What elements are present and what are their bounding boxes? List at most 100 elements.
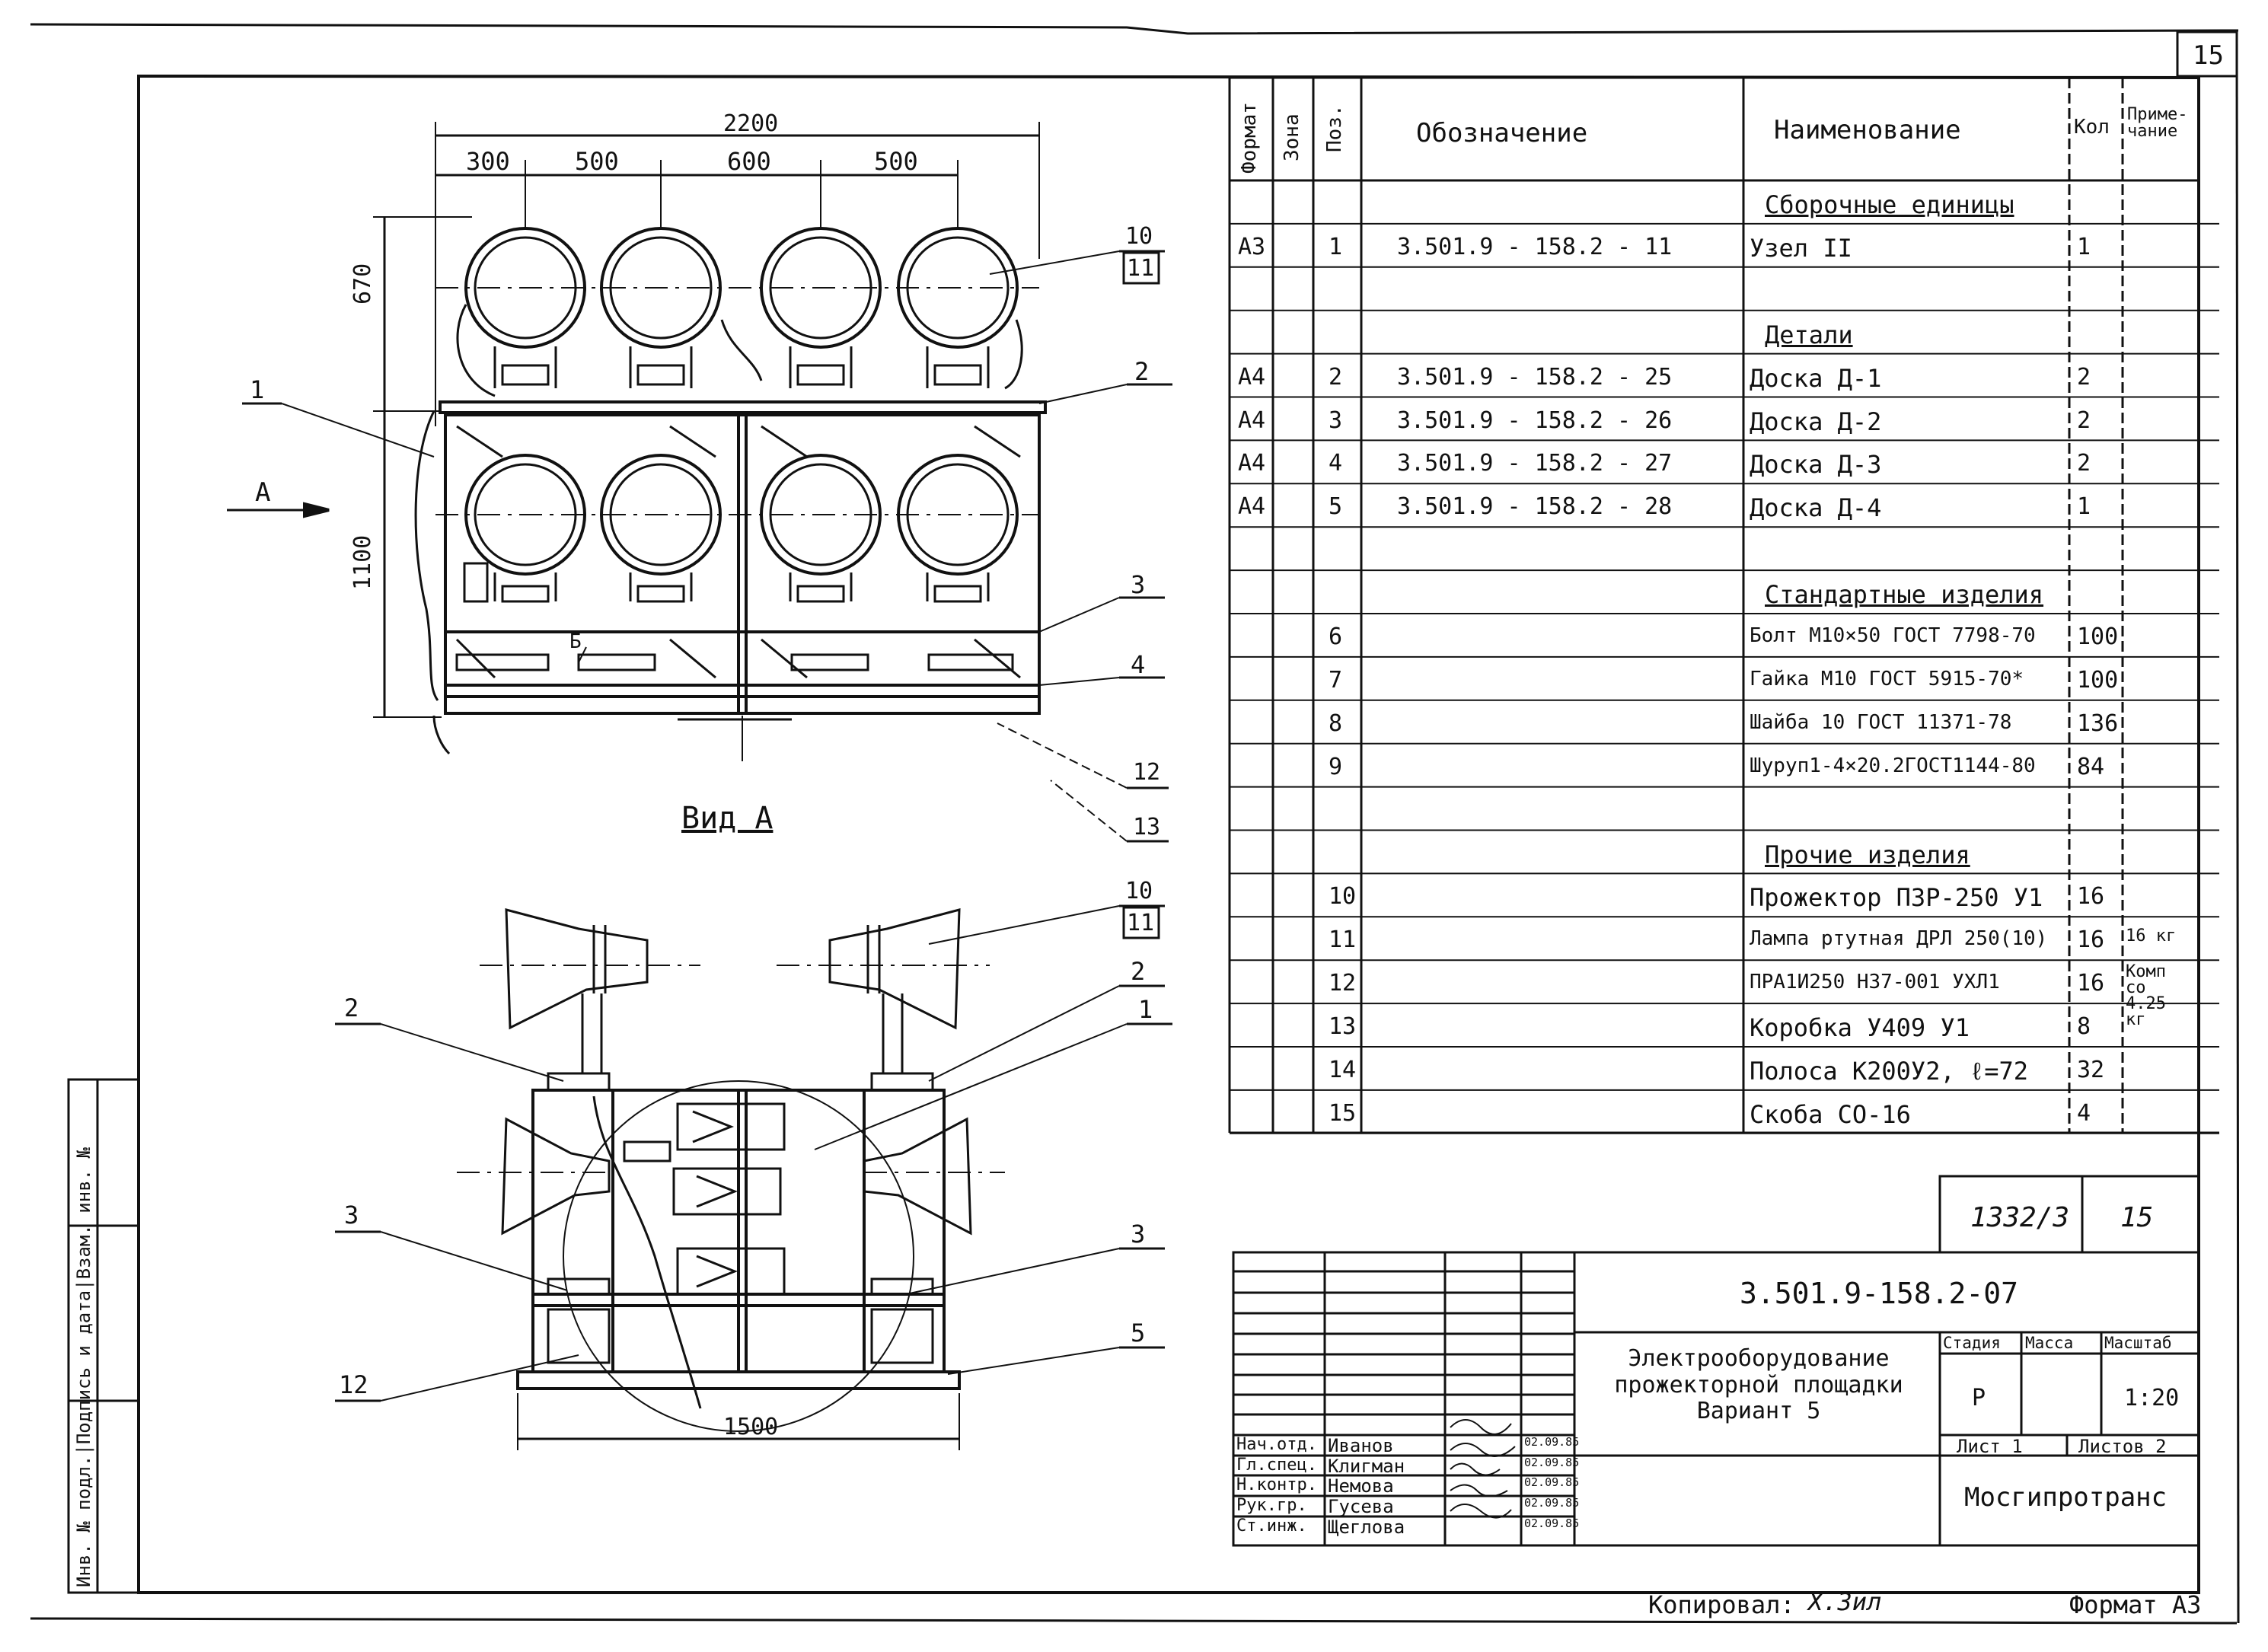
spec-cell-note: Комп со 4.25 кг <box>2126 962 2166 1029</box>
callout-2: 2 <box>1134 357 1150 386</box>
dim-500a: 500 <box>575 147 619 176</box>
approval-name: Клигман <box>1328 1455 1405 1477</box>
spec-cell-name: Полоса К200У2, ℓ=72 <box>1750 1057 2028 1086</box>
spec-cell-qty: 100 <box>2077 623 2119 650</box>
spec-cell-designation: 3.501.9 - 158.2 - 27 <box>1397 450 1673 477</box>
spec-cell-qty: 2 <box>2077 450 2091 477</box>
dim-1500: 1500 <box>723 1414 779 1440</box>
approval-date: 02.09.85 <box>1524 1455 1580 1469</box>
approval-role: Ст.инж. <box>1236 1516 1307 1536</box>
callout-12: 12 <box>1133 759 1161 786</box>
spec-cell-pos: 8 <box>1329 710 1343 737</box>
spec-cell-qty: 1 <box>2077 493 2091 521</box>
hdr-name: Наименование <box>1774 115 1961 145</box>
view-a <box>335 904 1172 1450</box>
spec-cell-qty: 2 <box>2077 407 2091 434</box>
spec-cell-qty: 100 <box>2077 666 2119 694</box>
spec-cell-name: Лампа ртутная ДРЛ 250(10) <box>1750 927 2048 951</box>
spec-cell-pos: 2 <box>1329 363 1343 391</box>
approval-role: Нач.отд. <box>1236 1435 1317 1454</box>
spec-cell-qty: 4 <box>2077 1099 2091 1127</box>
dim-600: 600 <box>727 147 771 176</box>
spec-cell-pos: 6 <box>1329 623 1343 650</box>
spec-cell-name: Скоба СО-16 <box>1750 1099 1911 1129</box>
va-callout-1: 1 <box>1138 995 1153 1024</box>
spec-cell-qty: 8 <box>2077 1013 2091 1041</box>
va-callout-3-left: 3 <box>344 1201 359 1229</box>
spec-cell-pos: 5 <box>1329 493 1343 521</box>
spec-cell-pos: 12 <box>1329 970 1357 997</box>
spec-cell-qty: 136 <box>2077 710 2119 737</box>
spec-cell-qty: 16 <box>2077 970 2105 997</box>
approval-name: Гусева <box>1328 1496 1394 1518</box>
scale-label: Масштаб <box>2104 1334 2172 1352</box>
spec-cell-name: Доска Д-1 <box>1750 363 1882 393</box>
stage-label: Стадия <box>1943 1334 2001 1352</box>
hdr-pos: Поз. <box>1323 104 1346 152</box>
spec-cell-pos: 13 <box>1329 1013 1357 1041</box>
spec-cell-pos: 7 <box>1329 666 1343 694</box>
dim-670: 670 <box>349 263 376 305</box>
hdr-format: Формат <box>1238 102 1261 174</box>
spec-cell-pos: 9 <box>1329 753 1343 780</box>
dim-overall: 2200 <box>723 110 779 137</box>
side-stamp-text: Инв. № подл.|Подпись и дата|Взам. инв. № <box>73 1147 94 1587</box>
approval-date: 02.09.85 <box>1524 1475 1580 1490</box>
spec-cell-qty: 2 <box>2077 363 2091 391</box>
format-label: Формат А3 <box>2069 1590 2202 1619</box>
spec-cell-pos: 1 <box>1329 233 1343 260</box>
sheets-total: Листов 2 <box>2078 1436 2167 1457</box>
view-a-title: Вид А <box>681 801 774 836</box>
spec-cell-pos: 14 <box>1329 1057 1357 1083</box>
archive-number: 1332/3 <box>1970 1202 2070 1233</box>
callout-1: 1 <box>250 375 265 404</box>
spec-cell-name: Доска Д-2 <box>1750 407 1882 436</box>
hdr-zone: Зона <box>1281 113 1303 161</box>
top-view <box>227 122 1172 843</box>
approval-name: Иванов <box>1328 1435 1394 1456</box>
archive-sheet: 15 <box>2120 1202 2154 1233</box>
spec-cell-pos: 4 <box>1329 450 1343 477</box>
hdr-qty: Кол <box>2074 116 2110 139</box>
spec-cell-format: А3 <box>1238 233 1266 260</box>
platform-frame <box>439 400 1047 761</box>
hdr-designation: Обозначение <box>1416 118 1588 148</box>
callout-13: 13 <box>1133 814 1161 840</box>
spec-cell-format: А4 <box>1238 493 1266 521</box>
dim-300: 300 <box>466 147 510 176</box>
spec-cell-format: А4 <box>1238 363 1266 391</box>
approval-name: Немова <box>1328 1475 1394 1497</box>
copied-by-label: Копировал: <box>1648 1590 1795 1619</box>
spec-cell-name: Коробка У409 У1 <box>1750 1013 1970 1043</box>
approval-role: Рук.гр. <box>1236 1496 1307 1516</box>
spec-cell-name: Болт М10×50 ГОСТ 7798-70 <box>1750 624 2036 647</box>
va-callout-12-left: 12 <box>339 1370 368 1399</box>
spec-cell-format: А4 <box>1238 450 1266 477</box>
spec-cell-designation: 3.501.9 - 158.2 - 25 <box>1397 363 1673 391</box>
approval-role: Н.контр. <box>1236 1475 1317 1495</box>
spec-cell-designation: 3.501.9 - 158.2 - 28 <box>1397 493 1673 521</box>
callout-4: 4 <box>1131 650 1146 679</box>
spec-cell-qty: 1 <box>2077 233 2091 260</box>
section-label-b: Б <box>569 630 582 653</box>
approval-role: Гл.спец. <box>1236 1455 1317 1475</box>
spec-cell-name: ПРА1И250 Н37-001 УХЛ1 <box>1750 971 2000 994</box>
spec-cell-pos: 10 <box>1329 883 1357 911</box>
scale-value: 1:20 <box>2124 1385 2180 1411</box>
spec-cell-pos: 3 <box>1329 407 1343 434</box>
spec-cell-qty: 84 <box>2077 753 2105 780</box>
spec-cell-name: Прочие изделия <box>1765 840 1970 869</box>
dim-1100: 1100 <box>349 534 376 590</box>
spec-cell-name: Шайба 10 ГОСТ 11371-78 <box>1750 710 2012 734</box>
approval-name: Щеглова <box>1328 1516 1405 1538</box>
spec-cell-name: Гайка М10 ГОСТ 5915-70* <box>1750 667 2024 690</box>
va-callout-2-right: 2 <box>1131 957 1146 986</box>
copied-by-signature: Х.Зил <box>1808 1587 1882 1616</box>
side-stamp: Инв. № подл.|Подпись и дата|Взам. инв. № <box>67 1078 140 1594</box>
spec-cell-name: Доска Д-3 <box>1750 450 1882 480</box>
spec-cell-pos: 11 <box>1329 926 1357 954</box>
spec-cell-qty: 32 <box>2077 1057 2105 1083</box>
spec-cell-designation: 3.501.9 - 158.2 - 26 <box>1397 407 1673 434</box>
page-number: 15 <box>2193 40 2224 71</box>
